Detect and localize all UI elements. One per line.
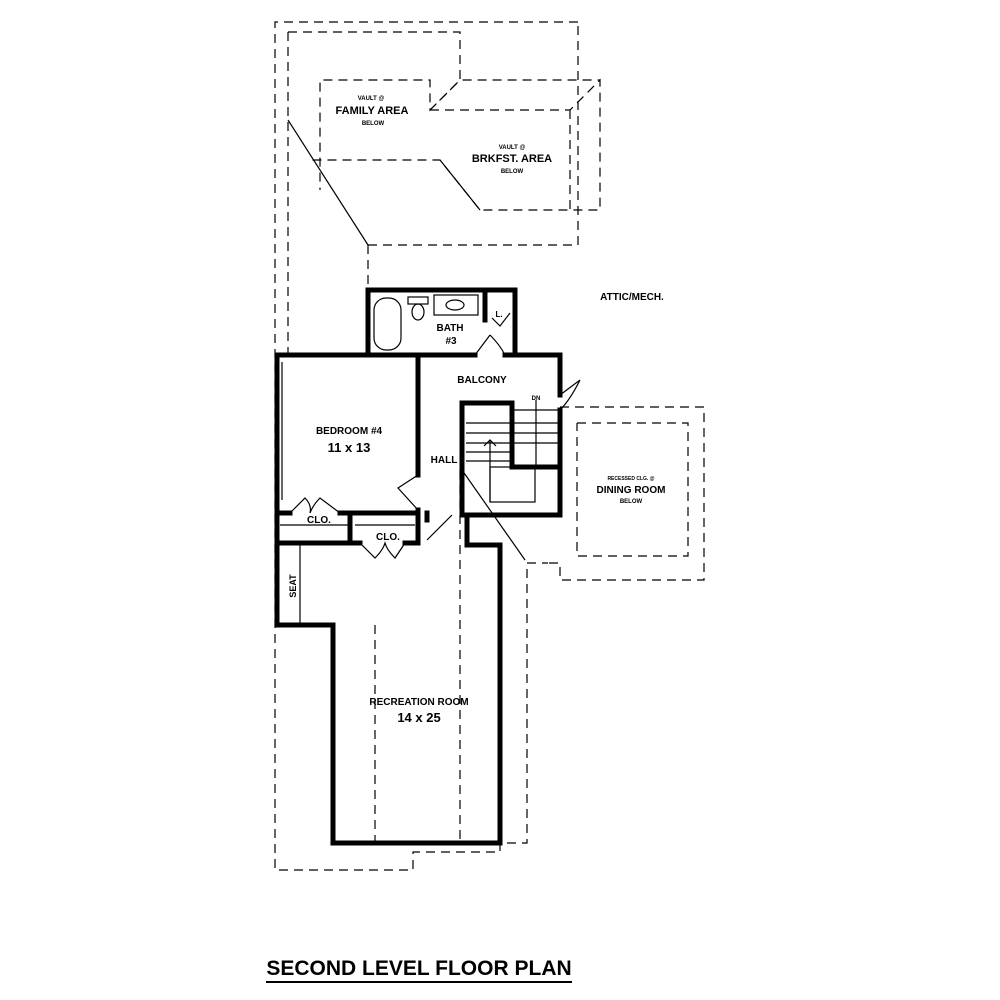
stair-down-label: DN xyxy=(532,396,541,402)
closet-1-label: CLO. xyxy=(307,515,331,526)
toilet xyxy=(411,303,425,321)
family-area-below: BELOW xyxy=(362,121,385,127)
labels: VAULT @ FAMILY AREA BELOW VAULT @ BRKFST… xyxy=(266,96,666,983)
closet-2-label: CLO. xyxy=(376,532,400,543)
dining-below: BELOW xyxy=(620,499,643,505)
sink xyxy=(445,299,465,311)
dining-label: DINING ROOM xyxy=(597,485,666,496)
balcony-label: BALCONY xyxy=(457,375,507,386)
brkfst-area-note: VAULT @ xyxy=(499,145,526,151)
bathtub xyxy=(373,297,402,351)
walls xyxy=(274,287,563,846)
hall-label: HALL xyxy=(431,455,458,466)
linen-label: L. xyxy=(495,310,502,319)
bedroom-label: BEDROOM #4 xyxy=(316,426,383,437)
bedroom-size: 11 x 13 xyxy=(328,440,371,455)
attic-label: ATTIC/MECH. xyxy=(600,292,664,303)
family-area-note: VAULT @ xyxy=(358,96,385,102)
toilet-tank xyxy=(407,296,429,305)
bath-label: BATH xyxy=(436,323,463,334)
fixtures xyxy=(280,294,581,623)
family-area-label: FAMILY AREA xyxy=(336,105,409,117)
vanity xyxy=(433,294,479,316)
brkfst-area-label: BRKFST. AREA xyxy=(472,153,552,165)
bath-number: #3 xyxy=(445,336,457,347)
recreation-size: 14 x 25 xyxy=(397,710,440,725)
brkfst-area-below: BELOW xyxy=(501,169,524,175)
recreation-label: RECREATION ROOM xyxy=(369,697,468,708)
dining-note: RECESSED CLG. @ xyxy=(607,476,654,482)
plan-title: SECOND LEVEL FLOOR PLAN xyxy=(266,957,571,980)
stair-landing xyxy=(489,466,536,503)
seat-label: SEAT xyxy=(288,574,298,598)
